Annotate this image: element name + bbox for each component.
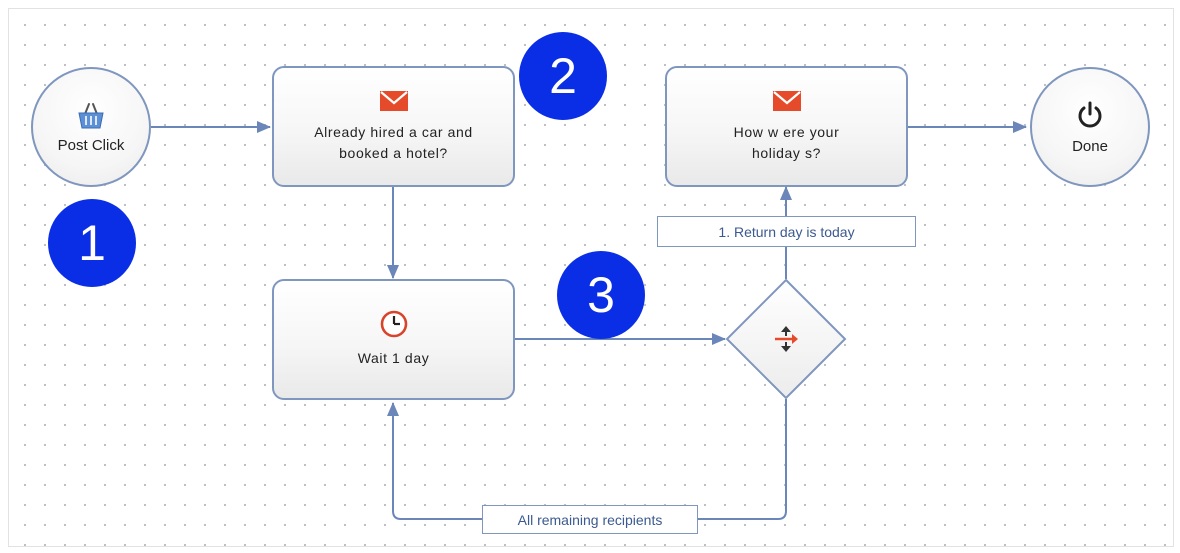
power-icon	[1078, 101, 1102, 127]
node-label: Post Click	[57, 136, 125, 154]
end-node-done[interactable]: Done	[1030, 67, 1150, 187]
step-badge-1: 1	[48, 199, 136, 287]
node-text-line2: booked a hotel?	[339, 144, 448, 161]
clock-icon	[380, 310, 407, 338]
envelope-icon	[379, 90, 408, 111]
node-label: Done	[1072, 137, 1108, 155]
node-text-line1: Already hired a car and	[314, 123, 473, 140]
step-badge-3: 3	[557, 251, 645, 339]
email-node-holidays[interactable]: How w ere your holiday s?	[665, 66, 908, 187]
connector-split-loop	[387, 399, 787, 520]
wait-node[interactable]: Wait 1 day	[272, 279, 515, 400]
start-node-post-click[interactable]: Post Click	[31, 67, 151, 187]
transition-label-remaining[interactable]: All remaining recipients	[482, 505, 698, 534]
shopping-basket-icon	[78, 102, 104, 128]
node-text-line2: holiday s?	[751, 144, 822, 161]
node-label: Wait 1 day	[357, 350, 430, 366]
workflow-canvas[interactable]: Post Click Already hired a car and booke…	[8, 8, 1174, 547]
email-node-already-hired[interactable]: Already hired a car and booked a hotel?	[272, 66, 515, 187]
split-node[interactable]	[725, 278, 847, 400]
split-arrows-icon	[775, 326, 798, 352]
step-badge-2: 2	[519, 32, 607, 120]
transition-label-return-day[interactable]: 1. Return day is today	[657, 216, 916, 247]
envelope-icon	[772, 90, 801, 111]
node-text-line1: How w ere your	[733, 123, 840, 140]
